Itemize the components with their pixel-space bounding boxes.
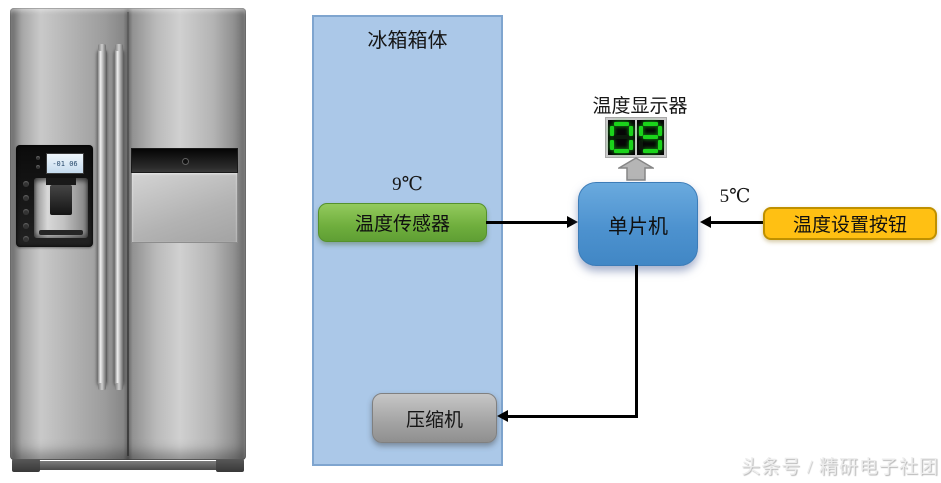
watermark: 头条号 / 精研电子社团 (741, 457, 939, 478)
arrow-setting-to-mcu-head-icon (700, 216, 711, 228)
mcu-box: 单片机 (578, 182, 698, 266)
fridge-door-gap (127, 12, 129, 456)
display-digit (608, 120, 635, 155)
seven-segment-display (605, 117, 667, 158)
dispenser-lcd: -01 06 (46, 153, 84, 174)
dispenser-button (23, 209, 29, 215)
dispenser-button (36, 165, 40, 169)
arrow-setting-to-mcu-line (711, 221, 764, 224)
dispenser-button (23, 236, 29, 242)
sensor-reading-label: 9℃ (392, 174, 423, 195)
dispenser-nozzle (46, 178, 76, 185)
fridge-foot (216, 459, 244, 472)
dispenser-button (23, 181, 29, 187)
dispenser-button (23, 195, 29, 201)
dispenser-button (23, 223, 29, 229)
home-bar-button-icon (182, 158, 189, 165)
dispenser-drip-tray (39, 230, 83, 235)
arrow-mcu-to-compressor-hline (508, 415, 638, 418)
fridge-left-handle (97, 44, 107, 390)
arrow-mcu-to-compressor-head-icon (497, 410, 508, 422)
mcu-label: 单片机 (608, 215, 668, 238)
set-temperature-label: 5℃ (719, 186, 751, 207)
water-ice-dispenser-panel: -01 06 (16, 145, 93, 247)
compressor-box: 压缩机 (372, 393, 497, 443)
dispenser-cavity (34, 178, 88, 238)
temperature-setting-button-label: 温度设置按钮 (792, 215, 907, 236)
arrow-mcu-to-compressor-vline (635, 265, 638, 418)
refrigerator-photo: -01 06 (10, 8, 246, 472)
compressor-label: 压缩机 (405, 409, 463, 431)
home-bar-panel (131, 148, 238, 245)
home-bar-door (131, 173, 238, 243)
block-arrow-up-icon (618, 157, 654, 181)
arrow-sensor-to-mcu-head-icon (567, 216, 578, 228)
temperature-setting-button-box: 温度设置按钮 (763, 207, 937, 240)
temperature-sensor-box: 温度传感器 (318, 203, 487, 242)
home-bar-display-strip (131, 148, 238, 173)
temperature-sensor-label: 温度传感器 (354, 214, 450, 235)
fridge-right-handle (114, 44, 124, 390)
dispenser-button (36, 156, 40, 160)
fridge-foot (12, 459, 40, 472)
temperature-display-label: 温度显示器 (592, 96, 688, 117)
arrow-sensor-to-mcu-line (486, 221, 567, 224)
dispenser-paddle (50, 185, 72, 215)
cabinet-label: 冰箱箱体 (367, 30, 448, 52)
fridge-kick-rail (38, 461, 218, 470)
display-digit (637, 120, 664, 155)
